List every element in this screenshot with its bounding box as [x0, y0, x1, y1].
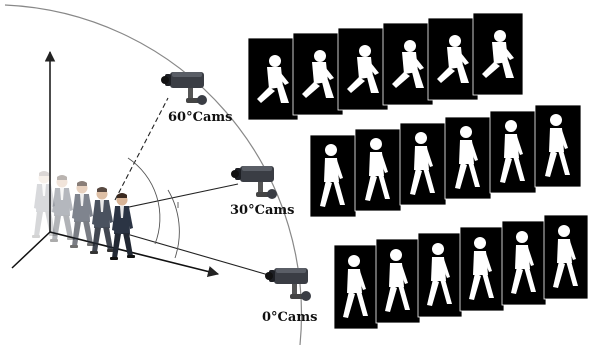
view-line-0 — [120, 232, 272, 276]
camera-0 — [265, 268, 311, 301]
depth-axis — [12, 232, 50, 268]
silhouette-row-2 — [310, 105, 581, 217]
camera-label-30: 30°Cams — [230, 203, 294, 218]
walking-people — [32, 171, 135, 260]
silhouette-row-1 — [248, 13, 523, 120]
view-line-60 — [115, 98, 168, 200]
person-trail-3 — [70, 181, 95, 248]
person-trail-2 — [50, 175, 75, 242]
view-line-30 — [115, 184, 238, 210]
cctv-camera-icon — [265, 268, 311, 301]
person-trail-4 — [90, 187, 115, 254]
camera-60 — [161, 72, 207, 105]
silhouette-row-3 — [334, 215, 588, 329]
camera-label-60: 60°Cams — [168, 110, 232, 125]
camera-label-0: 0°Cams — [262, 310, 317, 325]
cctv-camera-icon — [161, 72, 207, 105]
camera-30 — [231, 166, 277, 199]
cctv-camera-icon — [231, 166, 277, 199]
